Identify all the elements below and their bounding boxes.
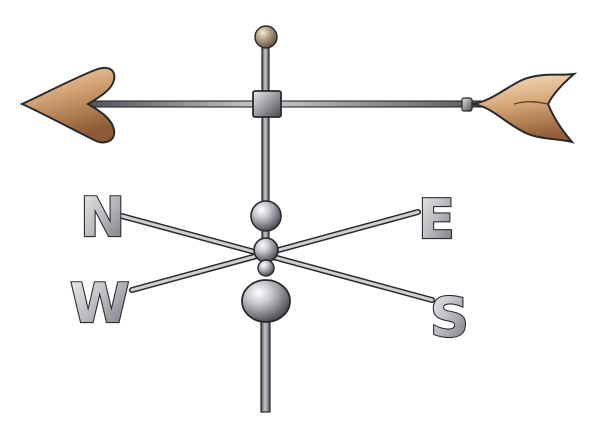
- lower-sphere: [241, 279, 291, 323]
- pole-upper: [261, 45, 270, 267]
- arrow-shaft: [79, 100, 486, 108]
- north-letter: N: [80, 186, 125, 249]
- junction-block: [252, 90, 282, 118]
- center-hub-sphere: [253, 237, 279, 263]
- arrow-tail-fold-line: [513, 101, 549, 105]
- arrow-tail: [471, 72, 578, 144]
- upper-sphere: [250, 200, 282, 232]
- west-letter: W: [70, 272, 130, 335]
- east-letter: E: [418, 188, 455, 251]
- hub-collar: [257, 259, 275, 277]
- south-letter: S: [430, 286, 469, 349]
- arrow-head: [19, 66, 116, 144]
- tail-collar: [461, 97, 473, 112]
- top-finial-ball: [254, 25, 278, 49]
